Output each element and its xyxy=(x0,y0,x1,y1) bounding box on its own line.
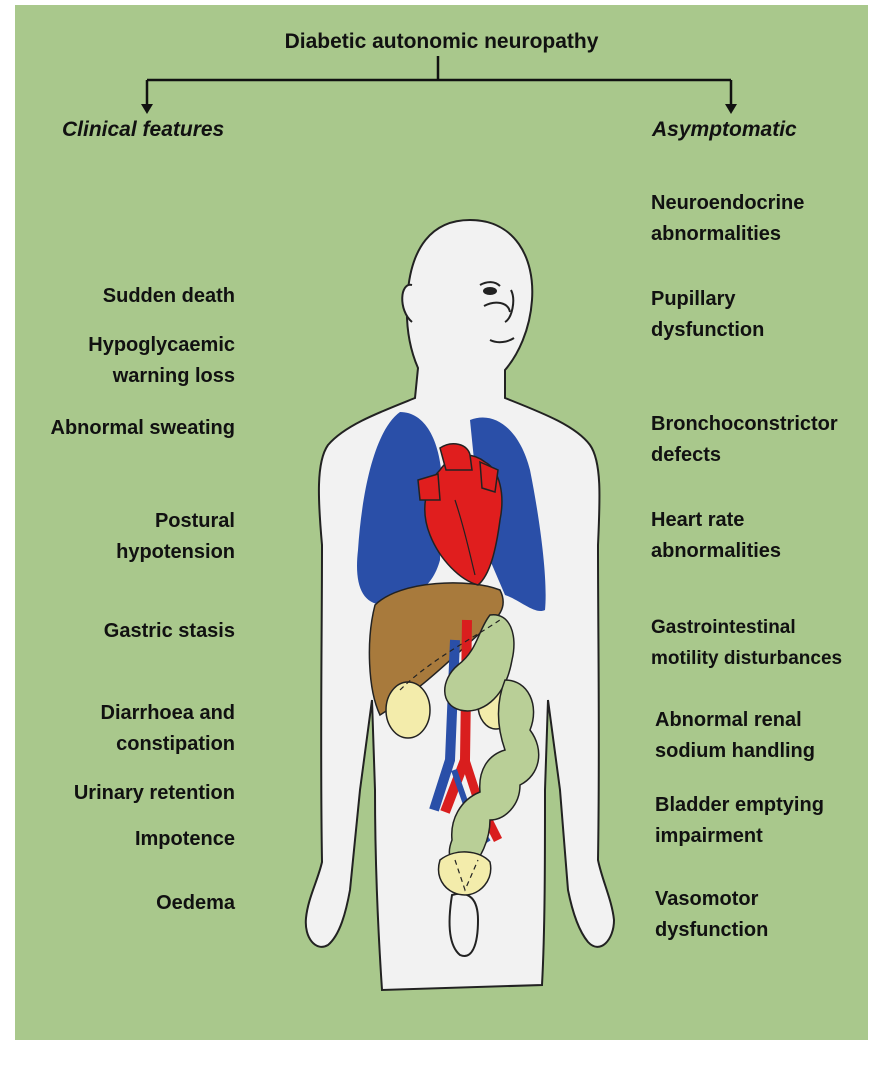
right-kidney xyxy=(386,682,430,738)
asymptomatic-item: Neuroendocrine abnormalities xyxy=(651,188,804,250)
asymptomatic-item: Bronchoconstrictor defects xyxy=(651,409,838,471)
asymptomatic-heading: Asymptomatic xyxy=(652,118,797,142)
diagram-title: Diabetic autonomic neuropathy xyxy=(0,30,883,54)
genital-outline xyxy=(450,894,478,956)
asymptomatic-item: Gastrointestinal motility disturbances xyxy=(651,612,842,674)
clinical-features-heading: Clinical features xyxy=(62,118,224,142)
asymptomatic-item: Bladder emptying impairment xyxy=(655,790,824,852)
clinical-feature-item: Sudden death xyxy=(103,281,235,312)
arrow-head-right xyxy=(725,104,737,114)
clinical-feature-item: Abnormal sweating xyxy=(51,413,235,444)
arrow-head-left xyxy=(141,104,153,114)
clinical-feature-item: Hypoglycaemic warning loss xyxy=(88,330,235,392)
branch-arrows xyxy=(147,56,731,106)
clinical-feature-item: Oedema xyxy=(156,888,235,919)
asymptomatic-item: Vasomotor dysfunction xyxy=(655,884,768,946)
clinical-feature-item: Urinary retention xyxy=(74,778,235,809)
ear xyxy=(402,285,412,322)
asymptomatic-item: Heart rate abnormalities xyxy=(651,505,781,567)
clinical-feature-item: Diarrhoea and constipation xyxy=(101,698,235,760)
clinical-feature-item: Postural hypotension xyxy=(116,506,235,568)
asymptomatic-item: Pupillary dysfunction xyxy=(651,284,764,346)
clinical-feature-item: Impotence xyxy=(135,824,235,855)
asymptomatic-item: Abnormal renal sodium handling xyxy=(655,705,815,767)
clinical-feature-item: Gastric stasis xyxy=(104,616,235,647)
